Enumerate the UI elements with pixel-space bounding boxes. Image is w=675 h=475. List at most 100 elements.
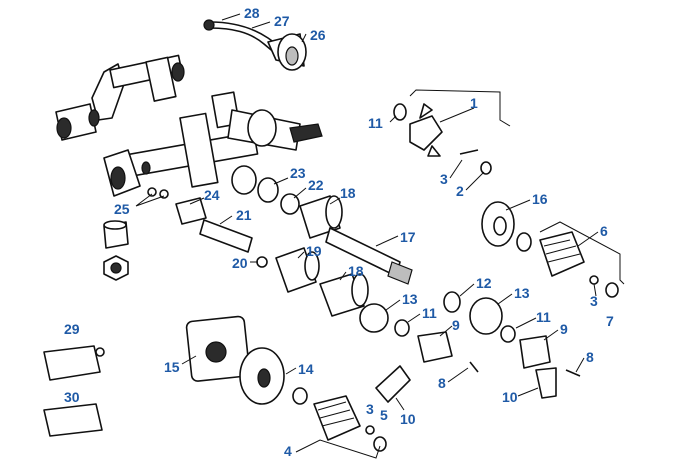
leader-11a: [389, 115, 397, 123]
screw-8b: [565, 369, 581, 377]
knob-lower-screw: [365, 425, 375, 435]
callout-29: 29: [64, 321, 80, 337]
stem-adapter: [175, 197, 207, 225]
callout-1: 1: [470, 95, 478, 111]
callout-27: 27: [274, 13, 290, 29]
callout-20: 20: [232, 255, 248, 271]
insert-11a: [394, 319, 410, 337]
leader-14: [285, 367, 297, 375]
knob-cap: [605, 282, 619, 298]
callout-26: 26: [310, 27, 326, 43]
shower-arm-assembly: [203, 19, 307, 71]
callout-13: 13: [514, 285, 530, 301]
valve-port-c: [88, 109, 100, 127]
lever-body-9a: [417, 331, 453, 363]
upper-spout-stub: [289, 123, 323, 143]
callout-16: 16: [532, 191, 548, 207]
leader-25: [135, 193, 165, 207]
knob-lower-grip: [317, 401, 355, 427]
callout-30: 30: [64, 389, 80, 405]
leader-17: [375, 235, 399, 247]
assembly-bracket-1: [409, 89, 511, 127]
leader-13b: [385, 299, 401, 311]
leader-8a: [447, 367, 469, 383]
valve-port-b: [56, 117, 72, 139]
leader-27: [251, 21, 271, 29]
callout-17: 17: [400, 229, 416, 245]
knob-insert-lower: [292, 387, 308, 405]
left-cartridge-row: [175, 197, 369, 317]
callout-4: 4: [284, 443, 292, 459]
main-riser: [179, 112, 219, 188]
cross-handle-assembly: [393, 89, 511, 175]
port-detail: [141, 161, 151, 175]
callouts: 28 27 26 1 11 3 2 23 22 18 24 25 21 17 1…: [64, 5, 614, 459]
callout-9: 9: [452, 317, 460, 333]
assembly-bracket-2: [539, 221, 625, 285]
main-right-port: [231, 165, 257, 195]
stem: [199, 219, 253, 253]
callout-11: 11: [536, 309, 551, 325]
stem-body-end: [304, 251, 320, 281]
valve-body-main: [103, 91, 323, 197]
knob-assembly-right: [481, 201, 625, 298]
leader-23: [273, 177, 289, 185]
tub-spouts: [43, 345, 105, 437]
leader-6: [577, 231, 599, 247]
seat-washer-b: [159, 189, 169, 199]
leader-22: [293, 187, 307, 199]
handle-cap: [480, 161, 492, 175]
flange-center: [493, 216, 507, 236]
assembly-bracket-3: [295, 439, 381, 459]
leader-9b: [543, 329, 559, 341]
knob-insert: [516, 232, 532, 252]
leader-16: [505, 199, 531, 211]
lower-trim: [185, 315, 387, 459]
leader-13a: [497, 293, 513, 305]
lever-10b: [535, 367, 557, 399]
callout-13: 13: [402, 291, 418, 307]
leader-10b: [517, 387, 539, 397]
leader-11b: [407, 313, 421, 323]
lever-body-9b: [519, 335, 551, 369]
leader-18a: [329, 197, 341, 205]
callout-10: 10: [400, 411, 416, 427]
callout-18: 18: [348, 263, 364, 279]
callout-5: 5: [380, 407, 388, 423]
callout-3: 3: [590, 293, 598, 309]
leader-1: [439, 107, 475, 123]
shower-arm-edge: [209, 27, 277, 55]
knob-lower: [313, 395, 361, 441]
leader-10a: [395, 397, 405, 411]
spout-29-diverter: [95, 347, 105, 357]
leader-18b: [339, 271, 347, 281]
knob: [539, 231, 585, 277]
seat-washer-a: [147, 187, 157, 197]
insert-11b: [500, 325, 516, 343]
leader-3b: [593, 283, 597, 297]
callout-28: 28: [244, 5, 260, 21]
bonnet-nut: [257, 177, 279, 203]
valve-body-small: [55, 54, 185, 141]
callout-15: 15: [164, 359, 180, 375]
lever-10a: [375, 365, 411, 403]
sleeve-lower-end: [351, 273, 369, 307]
leader-28: [221, 13, 241, 21]
knob-lower-cap: [373, 436, 387, 452]
shower-head-face: [285, 46, 299, 66]
callout-3: 3: [440, 171, 448, 187]
callout-11: 11: [368, 115, 383, 131]
spout-29: [43, 345, 101, 381]
middle-items: [359, 291, 581, 403]
callout-23: 23: [290, 165, 306, 181]
round-flange-hub: [257, 368, 271, 388]
leader-8b: [575, 357, 585, 373]
leader-21: [219, 215, 233, 225]
seat-parts: [103, 187, 169, 281]
callout-25: 25: [114, 201, 130, 217]
callout-11: 11: [422, 305, 437, 321]
upper-bonnet: [247, 109, 277, 147]
seat-top: [103, 220, 127, 230]
